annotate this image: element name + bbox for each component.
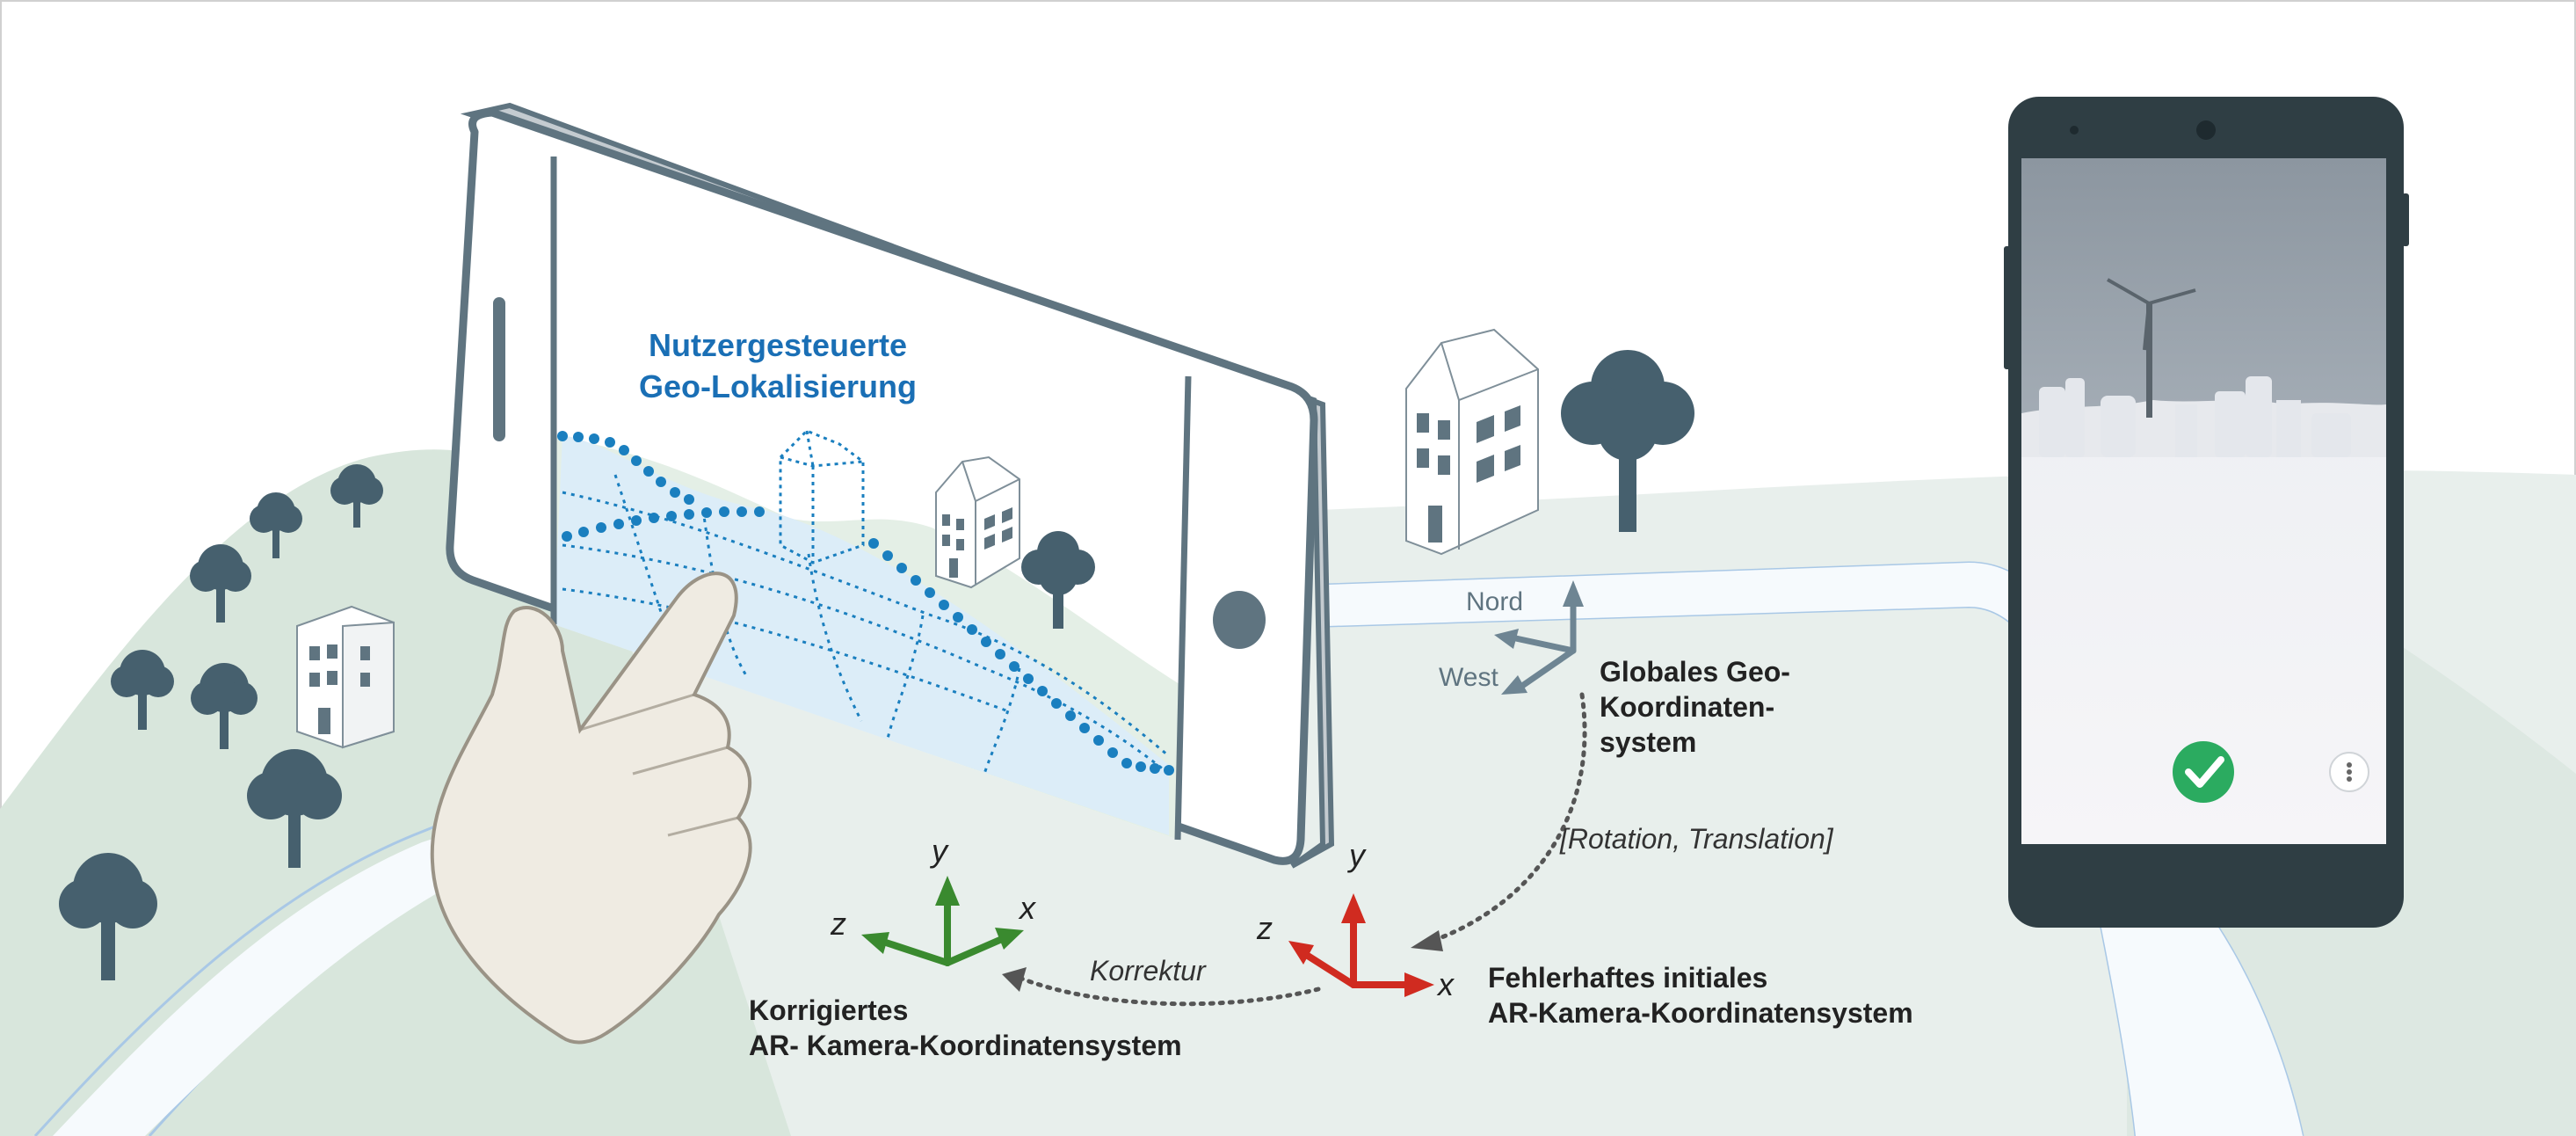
check-icon — [2185, 756, 2224, 788]
reference-phone — [2004, 97, 2409, 928]
boundary-dots — [557, 431, 1174, 776]
tree-icon — [247, 749, 342, 868]
initial-title-line1: Fehlerhaftes initiales — [1488, 962, 1767, 994]
ar-phone — [446, 102, 1335, 869]
tree-icon — [59, 853, 157, 980]
road-left-edge-a — [33, 816, 458, 1136]
west-label: West — [1439, 663, 1498, 692]
phone-screen — [554, 157, 1188, 840]
tree-icon — [111, 650, 174, 730]
building-left — [296, 605, 395, 749]
tree-icon — [330, 464, 383, 528]
snow-sculptures — [2039, 376, 2351, 457]
tree-icon — [1561, 350, 1694, 532]
corrected-axes — [861, 876, 1024, 966]
hand-creases — [579, 693, 739, 837]
tree-icon — [190, 544, 251, 623]
tree-icon — [250, 492, 302, 558]
road-bottom — [2092, 879, 2303, 1136]
tree-icon — [191, 663, 258, 749]
correction-label: Korrektur — [1090, 955, 1207, 987]
rotation-translation-arrow — [1430, 692, 1587, 943]
screen-title-line2: Geo-Lokalisierung — [639, 368, 917, 404]
building-right — [1405, 328, 1539, 556]
initial-x-label: x — [1436, 966, 1455, 1002]
tree-group-left — [59, 464, 383, 980]
road-left — [53, 831, 488, 1136]
correction-arrow — [1017, 975, 1321, 1007]
home-button — [1213, 591, 1266, 649]
arrow-head — [1411, 930, 1443, 951]
screen-building — [935, 455, 1020, 589]
camera-view — [2021, 158, 2386, 844]
global-title-line1: Globales Geo- — [1600, 656, 1790, 688]
corrected-z-label: z — [830, 906, 846, 942]
corrected-title-line2: AR- Kamera-Koordinatensystem — [749, 1030, 1182, 1061]
global-title-line3: system — [1600, 726, 1696, 758]
north-label: Nord — [1466, 587, 1523, 616]
corrected-x-label: x — [1018, 890, 1037, 926]
global-axes — [1494, 580, 1584, 695]
corrected-title-line1: Korrigiertes — [749, 994, 908, 1026]
more-vertical-icon — [2347, 762, 2352, 782]
global-title-line2: Koordinaten- — [1600, 691, 1774, 723]
wind-turbine — [2107, 278, 2196, 418]
initial-z-label: z — [1256, 910, 1273, 946]
screen-title-line1: Nutzergesteuerte — [649, 327, 907, 363]
arrow-head — [1002, 967, 1027, 992]
initial-title-line2: AR-Kamera-Koordinatensystem — [1488, 997, 1913, 1029]
corrected-y-label: y — [929, 833, 949, 869]
tree-icon — [1021, 531, 1095, 629]
dotted-building — [779, 429, 865, 564]
initial-axes — [1288, 893, 1434, 997]
labels: Nutzergesteuerte Geo-Lokalisierung Nord … — [639, 327, 1913, 1061]
hand — [430, 572, 752, 1045]
transform-label: [Rotation, Translation] — [1559, 823, 1834, 855]
road-right — [1327, 563, 2083, 703]
confirm-button[interactable] — [2173, 741, 2234, 803]
initial-y-label: y — [1346, 837, 1367, 873]
